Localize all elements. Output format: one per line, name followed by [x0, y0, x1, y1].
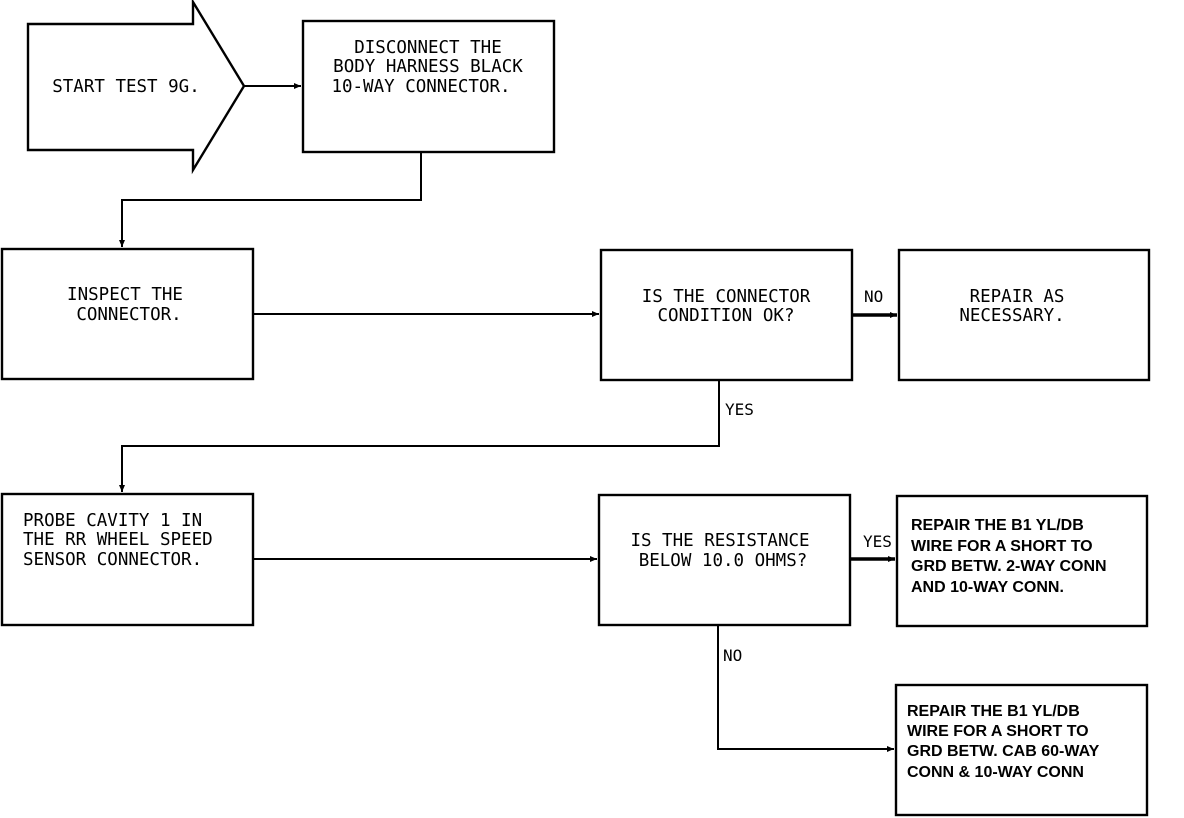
- repair-necessary-node: REPAIR AS NECESSARY.: [897, 248, 1151, 382]
- repair-cab-line: GRD BETW. CAB 60-WAY: [907, 743, 1100, 760]
- start-node: START TEST 9G.: [26, 0, 246, 175]
- connector-ok-line: CONDITION OK?: [658, 306, 795, 326]
- connector-ok-line: IS THE CONNECTOR: [642, 287, 811, 307]
- probe-line: PROBE CAVITY 1 IN: [23, 511, 202, 531]
- repair-2way-line: REPAIR THE B1 YL/DB: [911, 517, 1084, 534]
- repair-cab-line: REPAIR THE B1 YL/DB: [907, 703, 1080, 720]
- repair-necessary-line: NECESSARY.: [959, 306, 1064, 326]
- label-yes: YES: [725, 400, 754, 419]
- inspect-line: CONNECTOR.: [76, 305, 181, 325]
- inspect-line: INSPECT THE: [67, 285, 183, 305]
- probe-line: SENSOR CONNECTOR.: [23, 550, 202, 570]
- repair-2way-node: REPAIR THE B1 YL/DB WIRE FOR A SHORT TO …: [895, 494, 1149, 628]
- edge-resistance-no: [717, 625, 894, 752]
- label-no: NO: [864, 287, 883, 306]
- repair-2way-line: WIRE FOR A SHORT TO: [911, 538, 1093, 555]
- resistance-line: IS THE RESISTANCE: [630, 531, 809, 551]
- connector-ok-node: IS THE CONNECTOR CONDITION OK?: [599, 248, 854, 382]
- repair-cab-line: WIRE FOR A SHORT TO: [907, 723, 1089, 740]
- resistance-line: BELOW 10.0 OHMS?: [639, 551, 808, 571]
- disconnect-node: DISCONNECT THE BODY HARNESS BLACK 10-WAY…: [301, 19, 556, 154]
- disconnect-line: BODY HARNESS BLACK: [333, 57, 523, 77]
- disconnect-line: DISCONNECT THE: [354, 38, 502, 58]
- edge-connector-ok-yes: [119, 380, 720, 492]
- repair-cab-line: CONN & 10-WAY CONN: [907, 764, 1084, 781]
- probe-node: PROBE CAVITY 1 IN THE RR WHEEL SPEED SEN…: [0, 492, 255, 627]
- label-yes: YES: [863, 532, 892, 551]
- repair-necessary-line: REPAIR AS: [970, 287, 1065, 307]
- inspect-node: INSPECT THE CONNECTOR.: [0, 247, 255, 381]
- disconnect-line: 10-WAY CONNECTOR.: [331, 77, 510, 97]
- probe-line: THE RR WHEEL SPEED: [23, 530, 213, 550]
- repair-2way-line: GRD BETW. 2-WAY CONN: [911, 558, 1107, 575]
- start-line: START TEST 9G.: [52, 77, 200, 97]
- edge-disconnect-to-inspect: [119, 152, 422, 247]
- repair-2way-line: AND 10-WAY CONN.: [911, 579, 1064, 596]
- resistance-node: IS THE RESISTANCE BELOW 10.0 OHMS?: [597, 493, 852, 627]
- label-no: NO: [723, 646, 742, 665]
- repair-cab-node: REPAIR THE B1 YL/DB WIRE FOR A SHORT TO …: [894, 683, 1149, 817]
